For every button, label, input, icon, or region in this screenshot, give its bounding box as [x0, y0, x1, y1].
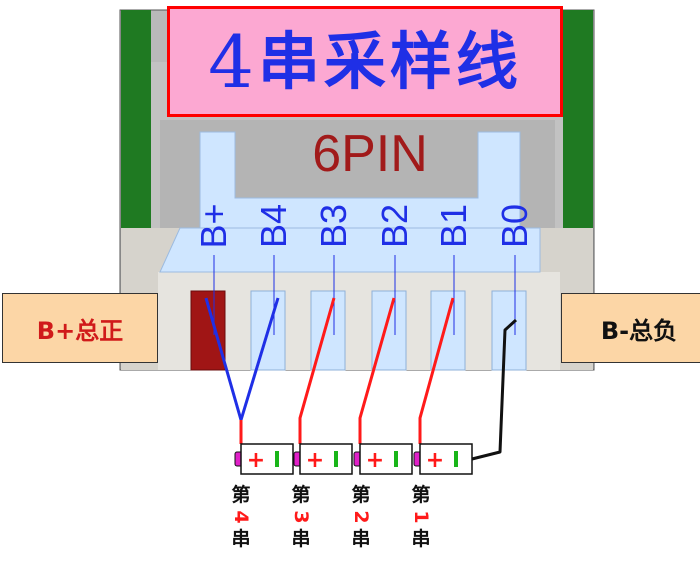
- connector-green-right: [563, 10, 593, 228]
- title-text: 串采样线: [257, 24, 522, 98]
- wire-b2: [358, 297, 396, 444]
- series-prefix: 第: [411, 484, 431, 506]
- series-suffix: 串: [351, 528, 371, 550]
- pin-count-label: 6PIN: [312, 125, 428, 183]
- series-number: 3: [290, 510, 312, 524]
- pin-label-b4: B4: [253, 203, 294, 249]
- title-banner: 4 串采样线: [167, 6, 563, 117]
- cell-negative-sign-2: [394, 451, 398, 467]
- series-label-1: 第 1 串: [409, 484, 433, 550]
- pin-b0: [491, 290, 527, 371]
- wire-bplus: [204, 297, 243, 421]
- series-prefix: 第: [291, 484, 311, 506]
- wire-b4: [239, 297, 280, 421]
- connector-latch-lower: [159, 227, 541, 273]
- cell-negative-sign-3: [454, 451, 458, 467]
- positive-terminal-label: B+总正: [2, 293, 158, 363]
- connector-green-left: [121, 10, 151, 228]
- cell-negative-sign-1: [334, 451, 338, 467]
- wires-group: [204, 297, 518, 461]
- series-number: 2: [350, 510, 372, 524]
- wire-b3: [298, 297, 336, 444]
- series-number: 4: [230, 510, 252, 524]
- series-label-3: 第 3 串: [289, 484, 313, 550]
- series-label-4: 第 4 串: [229, 484, 253, 550]
- series-suffix: 串: [231, 528, 251, 550]
- battery-cell-2: [359, 443, 413, 475]
- battery-cell-3: [419, 443, 473, 475]
- wire-b0: [471, 318, 518, 461]
- series-number: 1: [410, 510, 432, 524]
- pin-label-bplus: B+: [193, 203, 234, 249]
- cell-positive-sign-2: +: [366, 448, 384, 473]
- series-suffix: 串: [411, 528, 431, 550]
- wire-b1: [418, 297, 455, 444]
- series-prefix: 第: [351, 484, 371, 506]
- cell-negative-sign-0: [275, 451, 279, 467]
- cell-positive-sign-3: +: [426, 448, 444, 473]
- cell-positive-sign-0: +: [247, 448, 265, 473]
- pin-label-b1: B1: [433, 203, 474, 249]
- series-label-2: 第 2 串: [349, 484, 373, 550]
- series-prefix: 第: [231, 484, 251, 506]
- battery-cell-1: [299, 443, 353, 475]
- title-number: 4: [208, 19, 254, 104]
- negative-terminal-label: B-总负: [561, 293, 700, 363]
- pin-label-b0: B0: [494, 203, 535, 249]
- pin-label-b2: B2: [374, 203, 415, 249]
- cells-group: + + + +: [234, 443, 473, 475]
- pins-group: [190, 255, 527, 371]
- pin-label-b3: B3: [313, 203, 354, 249]
- series-suffix: 串: [291, 528, 311, 550]
- cell-positive-sign-1: +: [306, 448, 324, 473]
- battery-cell-0: [240, 443, 294, 475]
